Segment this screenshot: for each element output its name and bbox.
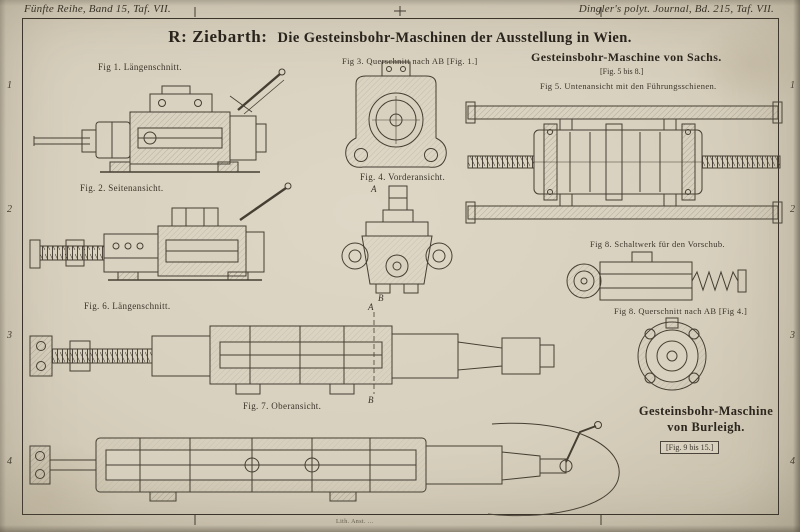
fig4-label: Fig. 4. Vorderansicht. (360, 172, 446, 182)
fig8b-label: Fig 8. Querschnitt nach AB [Fig 4.] (614, 306, 748, 316)
burleigh-figure-range: [Fig. 9 bis 15.] (660, 441, 720, 454)
sachs-section-title: Gesteinsbohr-Maschine von Sachs. (531, 50, 722, 64)
fig6-label: Fig. 6. Längenschnitt. (84, 301, 171, 311)
lithography-credit: Lith. Anst. ... (336, 519, 374, 525)
sachs-figure-range: [Fig. 5 bis 8.] (600, 67, 644, 76)
plate-title-author: R: Ziebarth: (168, 27, 268, 46)
plate-title-subject: Die Gesteinsbohr-Maschinen der Ausstellu… (277, 30, 632, 46)
fig3-label: Fig 3. Querschnitt nach AB [Fig. 1.] (342, 56, 478, 66)
fig8a-label: Fig 8. Schaltwerk für den Vorschub. (590, 239, 725, 249)
fig7-label: Fig. 7. Oberansicht. (243, 401, 322, 411)
burleigh-title-line1: Gesteinsbohr-Maschine (638, 404, 774, 418)
fig5-label: Fig 5. Untenansicht mit den Führungsschi… (540, 81, 717, 91)
fig1-label: Fig 1. Längenschnitt. (98, 62, 182, 72)
fig2-label: Fig. 2. Seitenansicht. (80, 183, 164, 193)
burleigh-title-line2: von Burleigh. (667, 420, 745, 434)
plate-title: R: Ziebarth: Die Gesteinsbohr-Maschinen … (0, 27, 800, 47)
burleigh-section-title: Gesteinsbohr-Maschine von Burleigh. (622, 403, 790, 435)
